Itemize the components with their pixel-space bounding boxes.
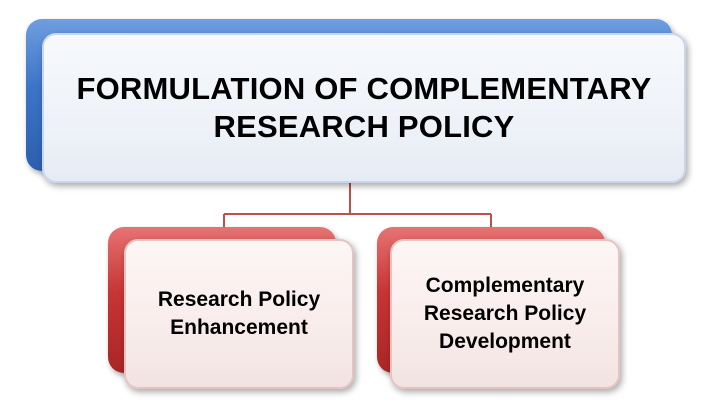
child-node-complementary-research-policy-development: Complementary Research Policy Developmen…: [390, 239, 620, 389]
root-node-title-line1: FORMULATION OF COMPLEMENTARY: [76, 71, 652, 106]
root-node-title-line2: RESEARCH POLICY: [213, 109, 515, 144]
root-node: FORMULATION OF COMPLEMENTARY RESEARCH PO…: [42, 33, 686, 183]
child-node-label-line1: Complementary: [425, 274, 585, 297]
child-node-label-line2: Enhancement: [170, 316, 308, 339]
child-node-research-policy-enhancement: Research Policy Enhancement: [124, 239, 354, 389]
child-node-label-line1: Research Policy: [157, 288, 321, 311]
child-node-label-line3: Development: [439, 330, 571, 353]
child-node-label-line2: Research Policy: [423, 302, 587, 325]
